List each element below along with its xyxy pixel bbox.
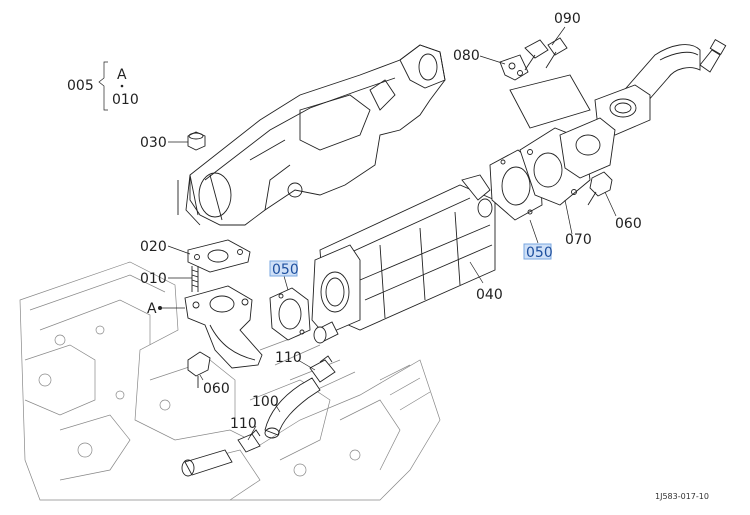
label-050-right[interactable]: 050: [526, 245, 553, 261]
adapter-070: [519, 117, 616, 206]
exhaust-manifold: [177, 44, 446, 226]
label-050-left[interactable]: 050: [272, 262, 299, 278]
egr-pipe-top-right: [594, 39, 727, 136]
label-110-bottom: 110: [230, 416, 257, 432]
bracket-080: [499, 54, 591, 129]
egr-cooler: [311, 174, 496, 344]
bolt-030: [187, 131, 206, 151]
clamp-110-top: [309, 355, 336, 383]
clamp-110-bottom: [237, 429, 261, 453]
label-060-left: 060: [203, 381, 230, 397]
label-A-dot: [158, 306, 162, 310]
bolt-top-right: [699, 39, 727, 73]
leader-lines: [162, 26, 617, 441]
label-040: 040: [476, 287, 503, 303]
bolt-060-left: [187, 351, 211, 388]
bolt-090: [524, 37, 568, 71]
kit-brace-005: [98, 61, 124, 111]
reference-code: 1J583-017-10: [655, 492, 709, 501]
elbow-flange-A: [184, 285, 263, 369]
part-labels: 005 A 010 090 080 030 020 010 A 050 050 …: [67, 11, 709, 501]
highlight-050-left: [269, 260, 298, 277]
hose-100: [264, 377, 321, 439]
label-020: 020: [140, 239, 167, 255]
label-070: 070: [565, 232, 592, 248]
label-010: 010: [140, 271, 167, 287]
label-080: 080: [453, 48, 480, 64]
label-060-right: 060: [615, 216, 642, 232]
label-100: 100: [252, 394, 279, 410]
label-005: 005: [67, 78, 94, 94]
engine-block-outline: [19, 261, 441, 501]
highlight-050-right: [523, 243, 552, 260]
label-110-top: 110: [275, 350, 302, 366]
label-A-kit: A: [117, 67, 127, 83]
label-010-kit: 010: [112, 92, 139, 108]
label-030: 030: [140, 135, 167, 151]
engine-pipe-stub: [181, 449, 233, 477]
gasket-050-left: [269, 287, 311, 341]
bolt-060-right: [587, 171, 613, 206]
stud-010: [191, 266, 199, 292]
label-090: 090: [554, 11, 581, 27]
label-A: A: [147, 301, 157, 317]
gasket-020: [187, 239, 251, 273]
